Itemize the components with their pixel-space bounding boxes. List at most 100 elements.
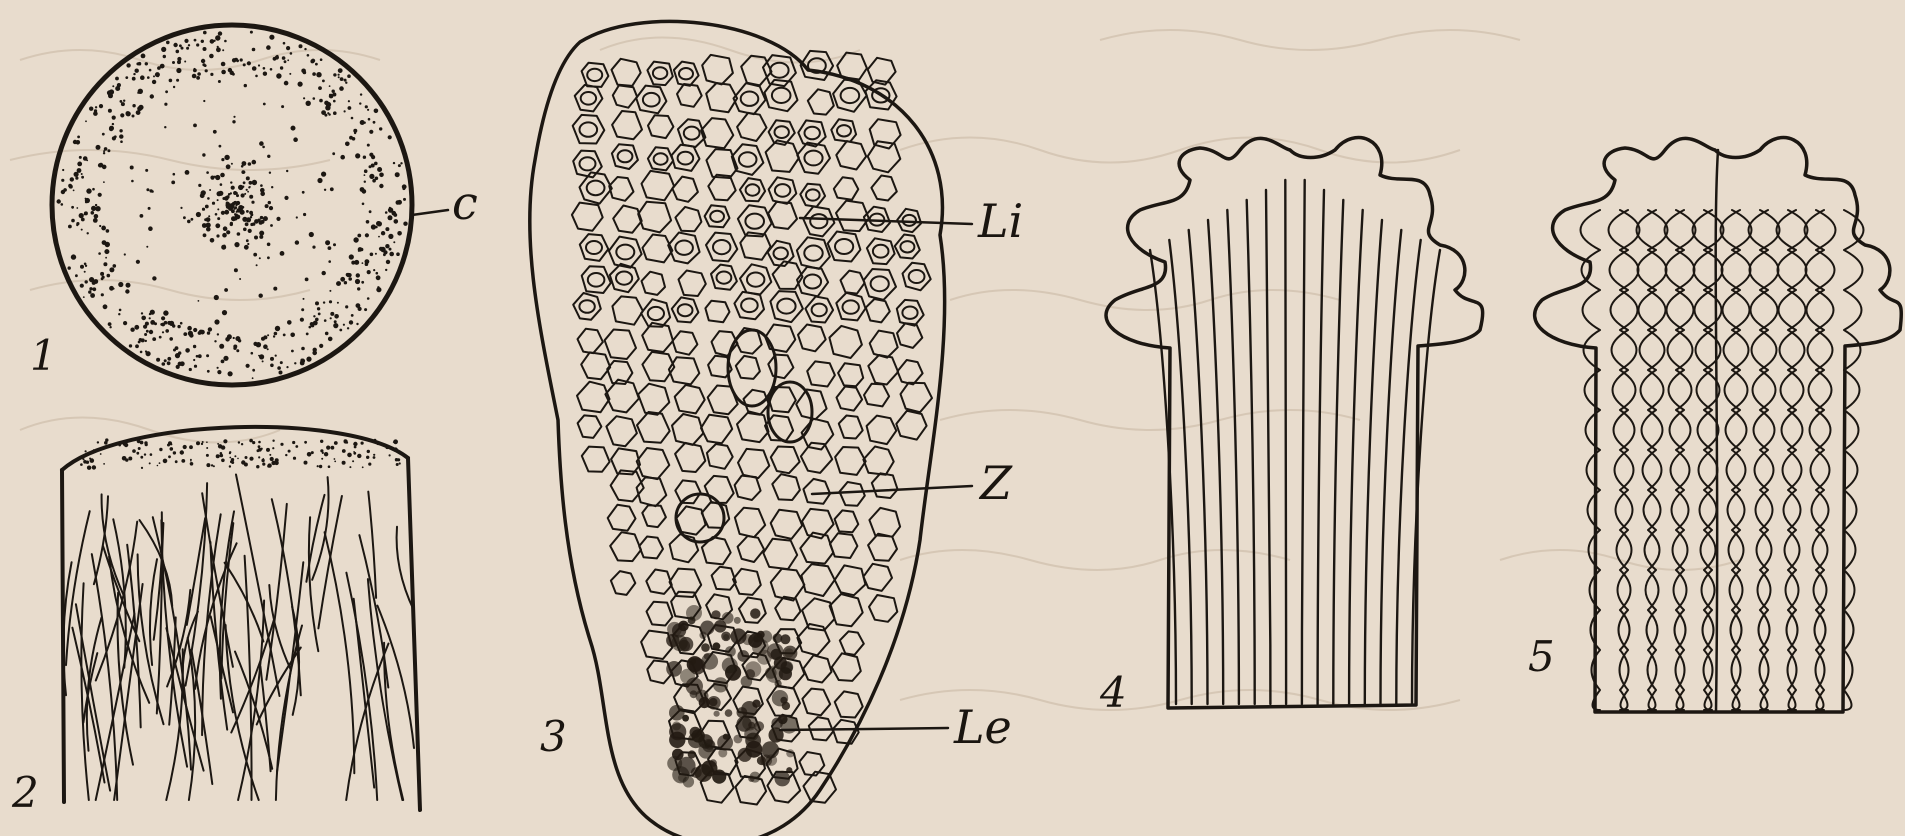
stipple-dot	[80, 265, 84, 269]
dark-cell	[680, 669, 695, 684]
stipple-dot	[171, 181, 175, 185]
stipple-dot	[284, 196, 288, 200]
stipple-dot	[377, 286, 379, 288]
stipple-dot	[385, 269, 387, 271]
tissue-cell	[675, 443, 705, 472]
stipple-dot	[321, 172, 326, 177]
stipple-dot	[251, 201, 254, 204]
stipple-dot	[351, 117, 354, 120]
striation-line	[1302, 180, 1305, 704]
stipple-dot	[274, 332, 278, 336]
stipple-dot	[258, 64, 260, 66]
stipple-dot	[337, 302, 339, 304]
tissue-cell	[642, 505, 666, 527]
stipple-dot	[191, 218, 194, 221]
tissue-cell	[832, 653, 861, 681]
tissue-cell	[841, 271, 865, 294]
stipple-dot	[293, 457, 296, 460]
stipple-dot	[133, 73, 135, 75]
stipple-dot	[159, 336, 162, 339]
stipple-dot	[381, 231, 385, 235]
tissue-cell	[610, 264, 639, 292]
stipple-dot	[168, 455, 171, 458]
tissue-cell	[831, 119, 856, 142]
dark-cell	[752, 700, 760, 708]
stipple-dot	[303, 71, 307, 75]
stipple-dot	[159, 462, 161, 464]
stipple-dot	[73, 140, 77, 144]
cell-nucleus	[741, 92, 759, 106]
stipple-dot	[267, 348, 269, 350]
cell-nucleus	[843, 300, 859, 313]
stipple-dot	[378, 236, 380, 238]
stipple-dot	[246, 239, 249, 242]
cell-nucleus	[618, 150, 633, 162]
leader-line-li	[800, 218, 972, 224]
stipple-dot	[162, 362, 166, 366]
stipple-dot	[348, 100, 350, 102]
stipple-dot	[189, 368, 192, 371]
stipple-dot	[164, 103, 167, 106]
tissue-cell	[612, 296, 643, 324]
stipple-dot	[332, 93, 336, 97]
stipple-dot	[365, 259, 370, 264]
stipple-dot	[206, 227, 211, 232]
stipple-dot	[86, 461, 89, 464]
tissue-cell	[771, 510, 803, 539]
tissue-cell	[672, 177, 698, 202]
stipple-dot	[144, 453, 146, 455]
stipple-dot	[330, 187, 334, 191]
striation-line	[1169, 240, 1191, 704]
tissue-cell	[673, 331, 698, 355]
stipple-dot	[200, 193, 205, 198]
stipple-dot	[301, 308, 304, 311]
stipple-dot	[175, 353, 180, 358]
stipple-dot	[198, 300, 200, 302]
stipple-dot	[328, 465, 331, 468]
stipple-dot	[363, 156, 366, 159]
cell-nucleus	[678, 304, 693, 316]
tissue-cell	[672, 414, 703, 445]
stipple-dot	[221, 211, 225, 215]
stipple-dot	[146, 246, 148, 248]
stipple-dot	[92, 465, 96, 469]
stipple-dot	[230, 181, 232, 183]
stipple-dot	[196, 212, 201, 217]
stipple-dot	[270, 68, 273, 71]
stipple-dot	[57, 199, 61, 203]
stipple-dot	[203, 47, 207, 51]
stipple-dot	[221, 158, 224, 161]
cell-nucleus	[806, 189, 820, 200]
stipple-dot	[245, 456, 248, 459]
stipple-dot	[74, 172, 79, 177]
fiber-stroke	[312, 477, 328, 580]
stipple-dot	[385, 211, 388, 214]
stipple-dot	[126, 283, 131, 288]
stipple-dot	[328, 246, 332, 250]
stipple-dot	[175, 460, 178, 463]
stipple-dot	[149, 313, 151, 315]
leader-line-c	[412, 210, 448, 215]
stipple-dot	[295, 445, 298, 448]
stipple-dot	[112, 116, 116, 120]
stipple-dot	[364, 169, 368, 173]
tissue-cell	[573, 293, 601, 320]
stipple-dot	[124, 253, 126, 255]
stipple-dot	[334, 441, 338, 445]
stipple-dot	[305, 278, 309, 282]
tissue-cell	[648, 115, 673, 138]
figure-4-striated-fan	[1106, 138, 1483, 708]
stipple-dot	[306, 101, 311, 106]
tissue-cell	[735, 508, 765, 538]
stipple-dot	[371, 155, 375, 159]
stipple-dot	[267, 334, 269, 336]
tissue-cell	[670, 534, 699, 562]
stipple-dot	[289, 73, 291, 75]
stipple-dot	[262, 146, 265, 149]
stipple-dot	[257, 449, 260, 452]
stipple-dot	[252, 377, 254, 379]
stipple-dot	[233, 116, 235, 118]
stipple-dot	[107, 274, 111, 278]
stipple-dot	[374, 162, 378, 166]
stipple-dot	[317, 465, 319, 467]
